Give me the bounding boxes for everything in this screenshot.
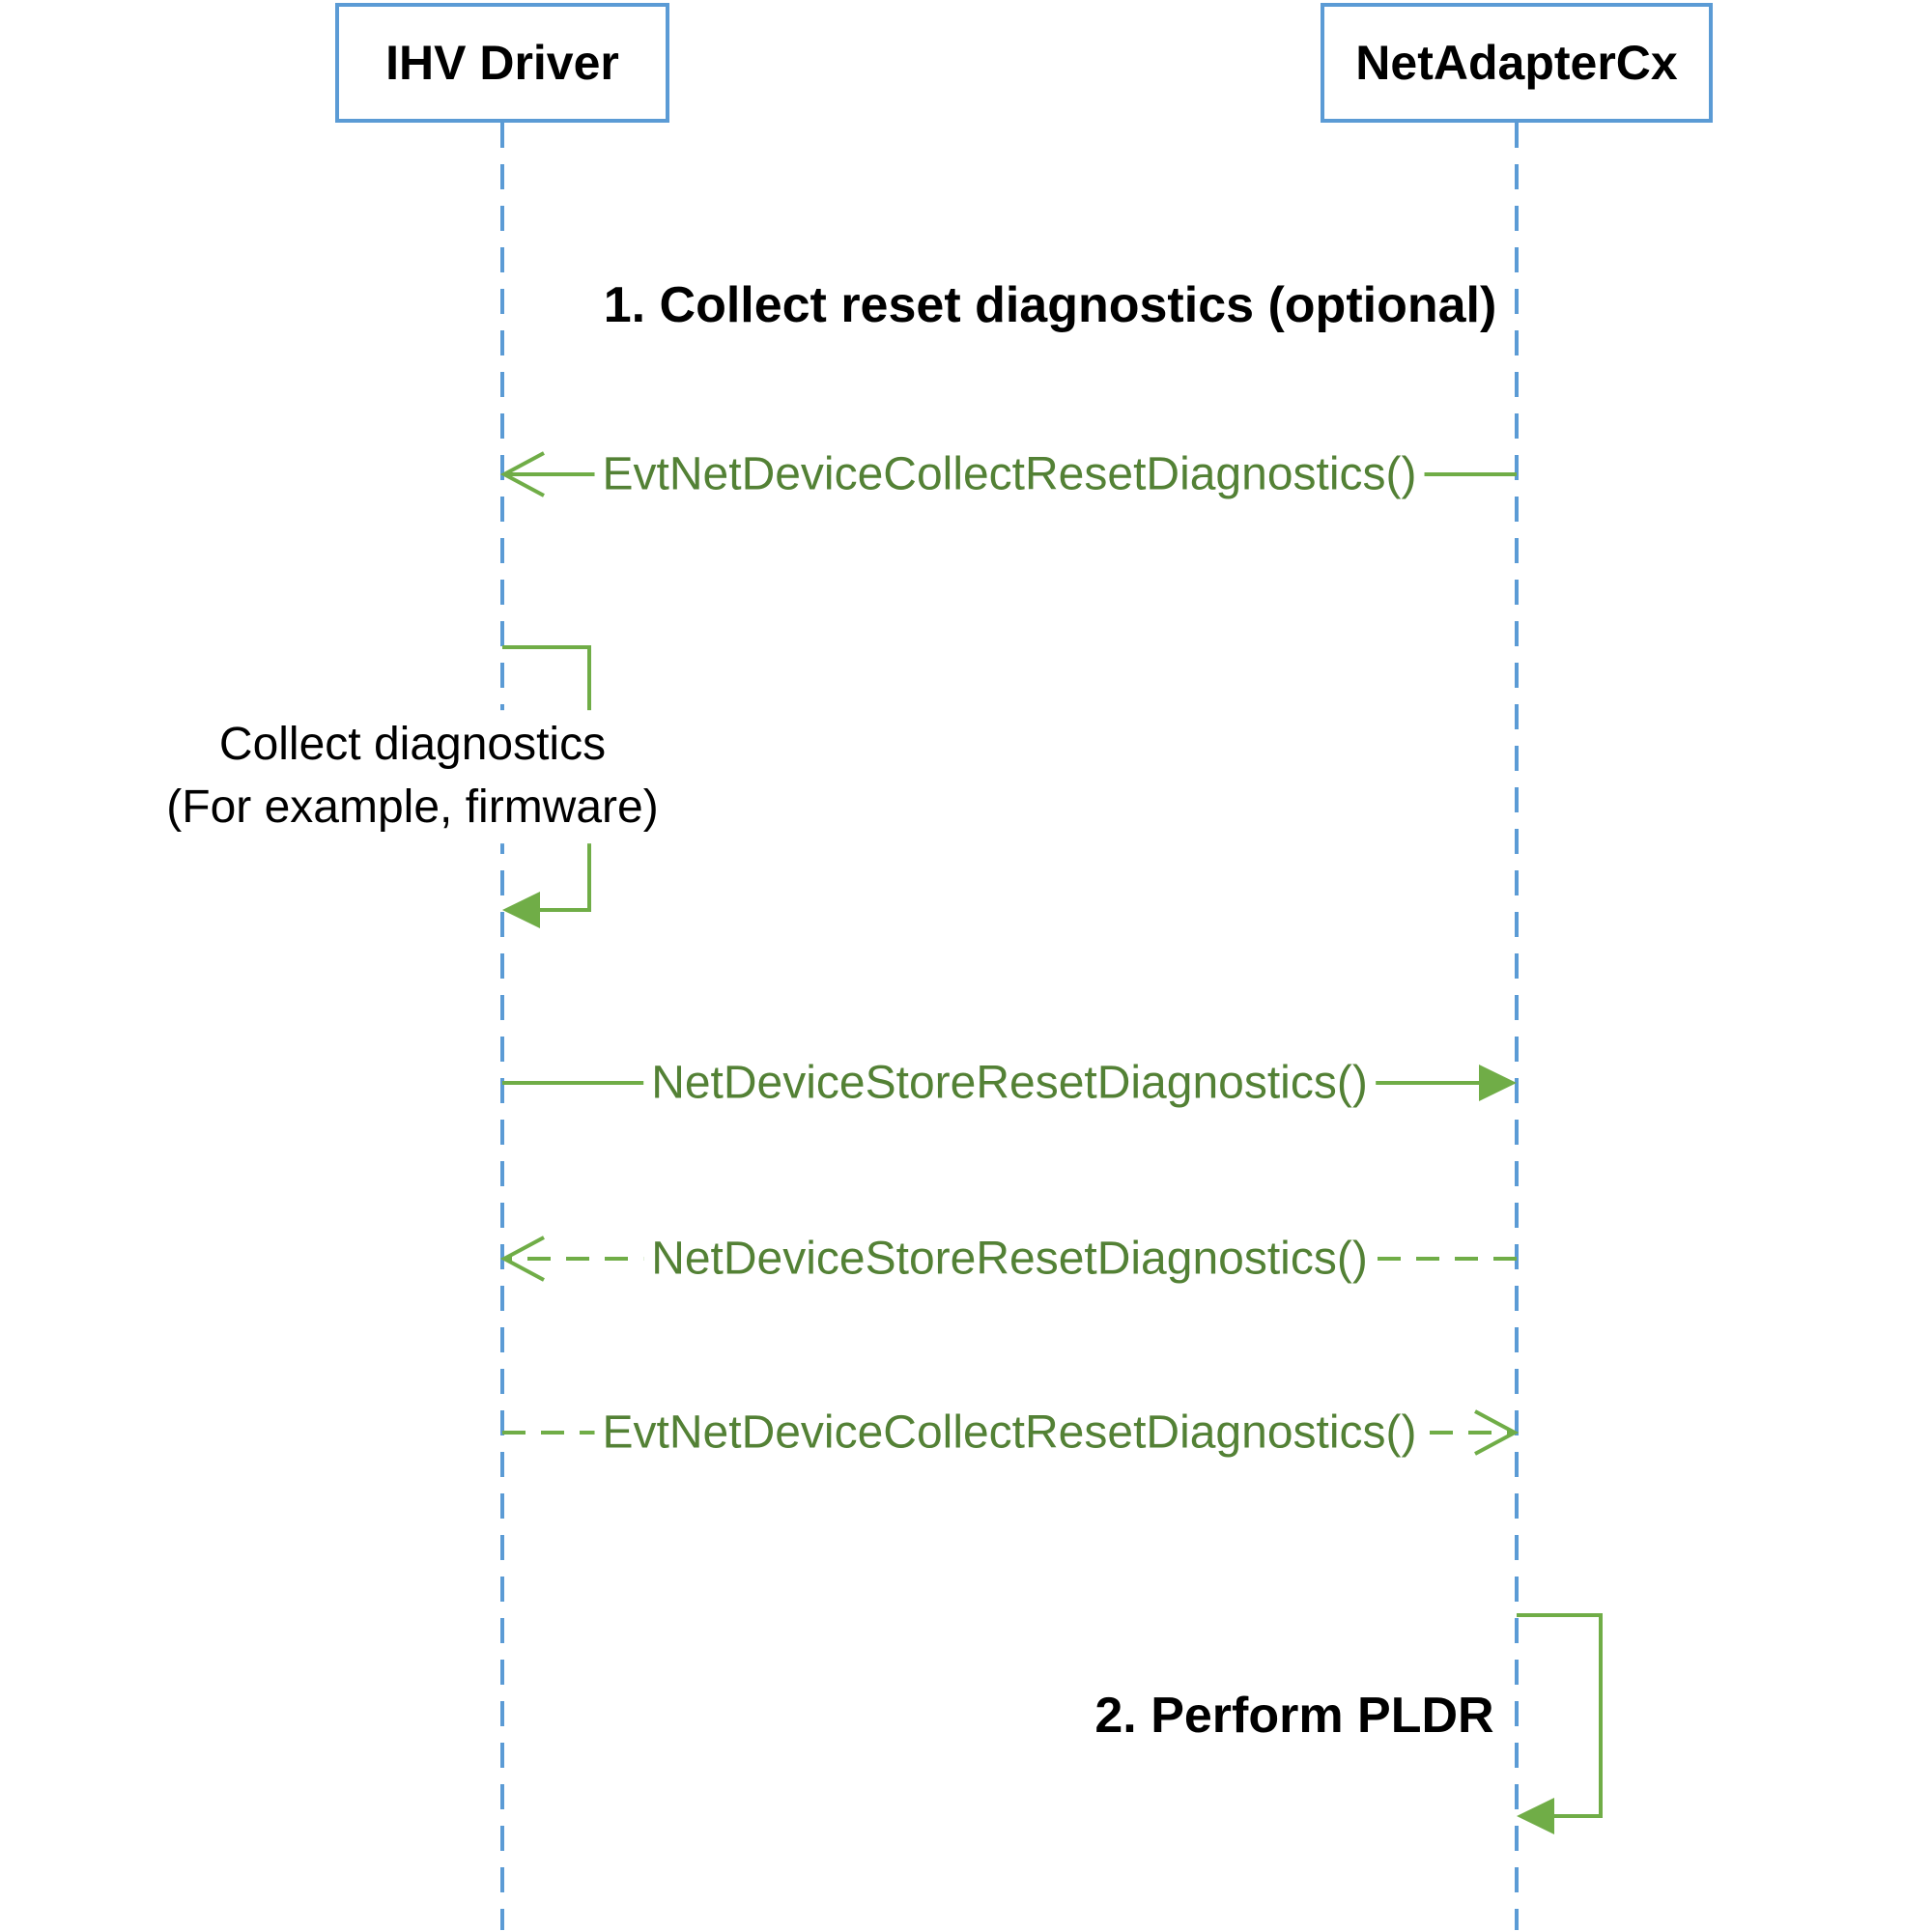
participant-box-ihv-driver: IHV Driver — [335, 3, 669, 123]
self-call-note-line1: Collect diagnostics — [218, 719, 607, 771]
open-arrowhead-right-icon — [1474, 1409, 1520, 1456]
filled-arrowhead-left-icon — [502, 892, 540, 928]
self-call-note-line2: (For example, firmware) — [166, 781, 659, 833]
section-title-collect-reset-diagnostics: 1. Collect reset diagnostics (optional) — [597, 276, 1503, 334]
message-label-evtnetdevicecollectresetdiagnostics-call: EvtNetDeviceCollectResetDiagnostics() — [594, 447, 1425, 501]
self-call-note-collect-diagnostics: Collect diagnostics (For example, firmwa… — [156, 710, 668, 843]
message-label-netdevicestoreresetdiagnostics-return: NetDeviceStoreResetDiagnostics() — [643, 1232, 1376, 1286]
message-label-evtnetdevicecollectresetdiagnostics-return: EvtNetDeviceCollectResetDiagnostics() — [594, 1406, 1425, 1460]
message-label-netdevicestoreresetdiagnostics-call: NetDeviceStoreResetDiagnostics() — [643, 1056, 1376, 1110]
filled-arrowhead-left-icon — [1517, 1798, 1554, 1834]
self-call-loop-netadaptercx — [1517, 1613, 1603, 1834]
participant-box-netadaptercx: NetAdapterCx — [1321, 3, 1713, 123]
participant-label-ihv-driver: IHV Driver — [385, 36, 619, 90]
open-arrowhead-left-icon — [499, 1236, 545, 1282]
participant-label-netadaptercx: NetAdapterCx — [1355, 36, 1678, 90]
open-arrowhead-left-icon — [499, 451, 545, 497]
section-title-perform-pldr: 2. Perform PLDR — [1089, 1687, 1500, 1745]
filled-arrowhead-right-icon — [1479, 1065, 1517, 1101]
